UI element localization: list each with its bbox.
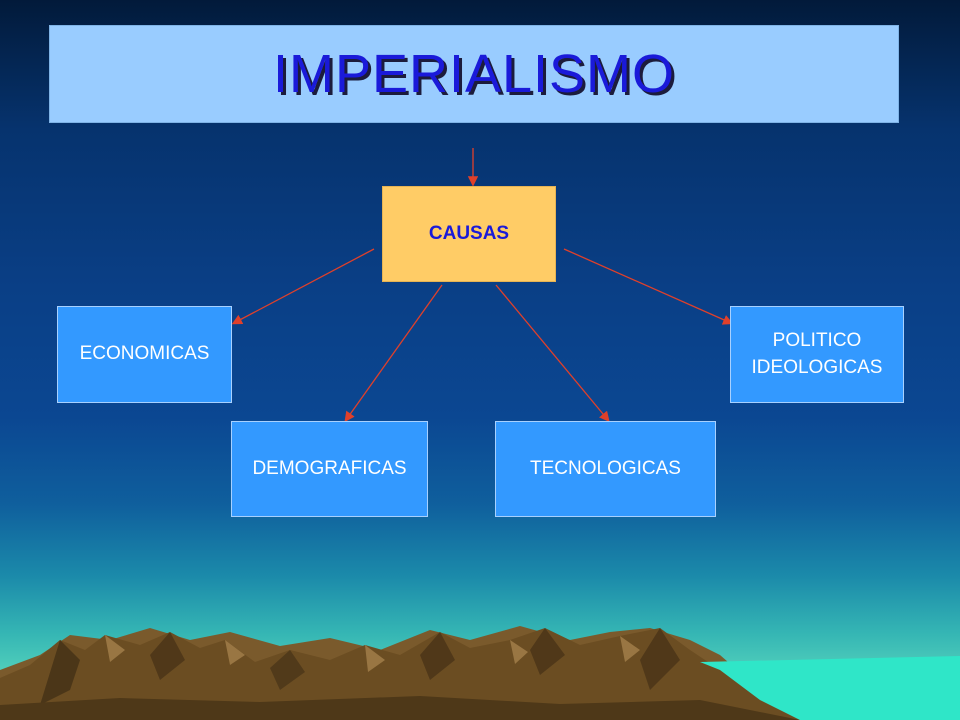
- node-causas: CAUSAS: [382, 186, 556, 282]
- node-economicas-label: ECONOMICAS: [79, 343, 210, 365]
- node-demograficas: DEMOGRAFICAS: [231, 421, 428, 517]
- node-causas-label: CAUSAS: [428, 222, 510, 244]
- node-politico-ideologicas-label: POLITICO IDEOLOGICAS: [751, 329, 883, 378]
- node-demograficas-label: DEMOGRAFICAS: [252, 457, 407, 479]
- arrow-causas-to-economicas: [231, 248, 375, 325]
- node-tecnologicas: TECNOLOGICAS: [495, 421, 716, 517]
- arrow-causas-to-politico: [563, 248, 734, 325]
- node-politico-ideologicas: POLITICO IDEOLOGICAS: [730, 306, 904, 403]
- arrow-causas-to-demograficas: [344, 284, 443, 423]
- node-economicas: ECONOMICAS: [57, 306, 232, 403]
- node-tecnologicas-label: TECNOLOGICAS: [530, 457, 681, 479]
- arrow-causas-to-tecnologicas: [495, 284, 610, 423]
- title-box: IMPERIALISMO: [49, 25, 899, 123]
- slide-title: IMPERIALISMO: [272, 44, 676, 104]
